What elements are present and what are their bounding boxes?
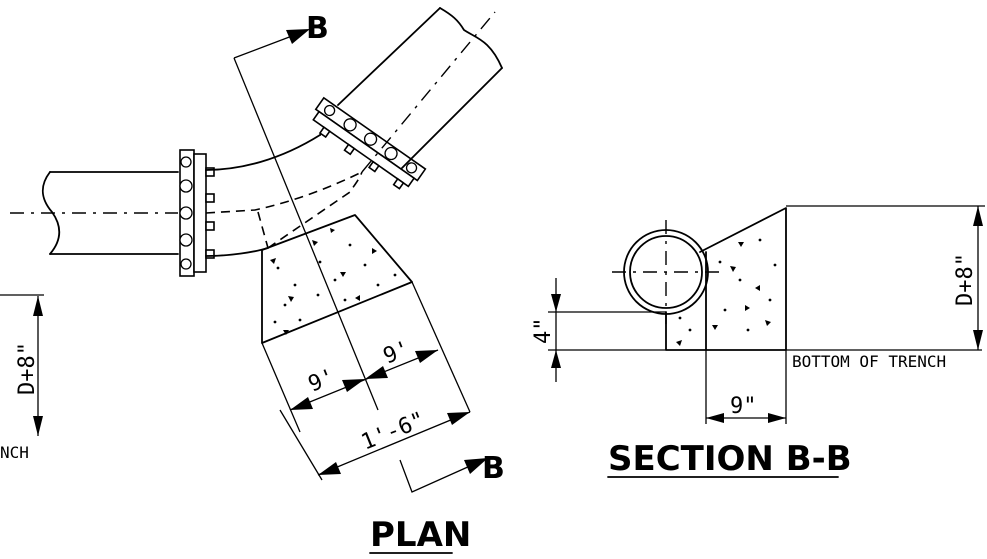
section-mark-top: B bbox=[306, 11, 329, 46]
concrete-hatch bbox=[270, 228, 397, 335]
plan-trench-fragment: NCH bbox=[0, 443, 29, 462]
section-title: SECTION B-B bbox=[608, 439, 852, 479]
section-cut-line: B B bbox=[233, 11, 505, 493]
section-width-dimension: 9" bbox=[705, 350, 787, 424]
horizontal-pipe bbox=[10, 171, 179, 255]
plan-dim-right: 9' bbox=[380, 336, 414, 369]
section-depth-label: D+8" bbox=[953, 253, 978, 306]
section-offset-label: 4" bbox=[531, 318, 556, 345]
section-concrete-hatch bbox=[676, 238, 777, 346]
section-offset-dimension: 4" bbox=[531, 278, 666, 382]
section-view: BOTTOM OF TRENCH D+8" 4" 9" bbox=[531, 205, 985, 479]
plan-depth-dimension: D+8" NCH bbox=[0, 294, 44, 462]
thrust-block bbox=[261, 214, 413, 344]
plan-view: B B 9' 9' 1'-6" D+8" NCH bbox=[0, 7, 505, 555]
plan-title: PLAN bbox=[370, 515, 471, 555]
section-depth-dimension: D+8" bbox=[786, 205, 985, 350]
section-mark-bottom: B bbox=[482, 451, 505, 486]
plan-dim-total: 1'-6" bbox=[358, 408, 429, 456]
plan-depth-label: D+8" bbox=[15, 342, 40, 395]
diagonal-pipe bbox=[337, 7, 503, 173]
right-flange bbox=[312, 96, 427, 190]
section-width-label: 9" bbox=[730, 394, 757, 419]
section-concrete-block bbox=[665, 207, 787, 351]
section-trench-label: BOTTOM OF TRENCH bbox=[792, 352, 946, 371]
pipe-cross-section bbox=[612, 220, 720, 324]
